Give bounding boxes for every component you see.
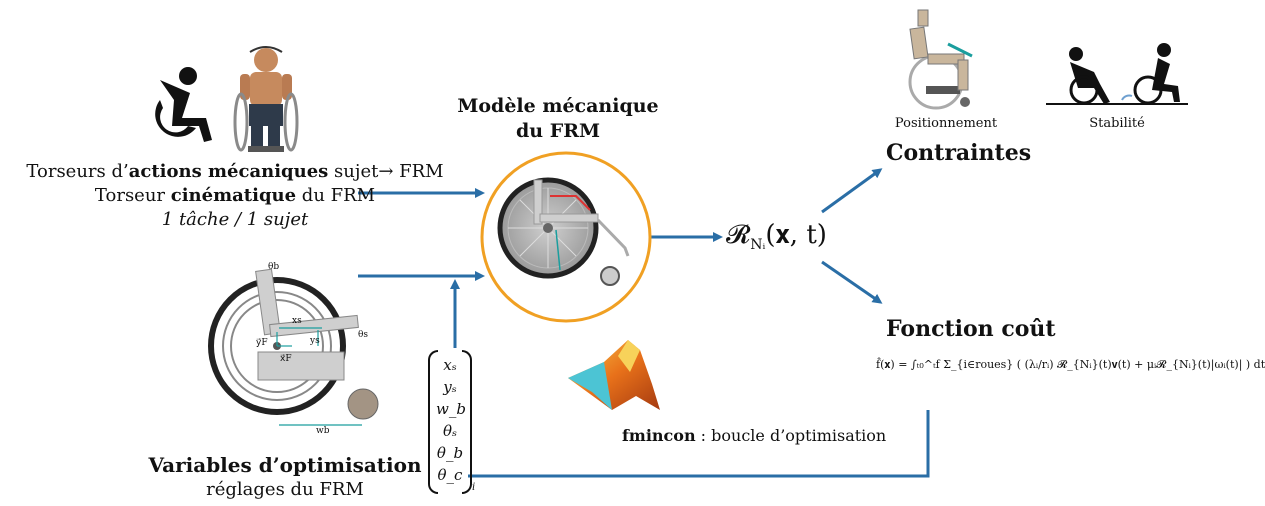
vector-entry-xs: xₛ [443, 356, 457, 374]
vector-entry-ys: yₛ [443, 378, 457, 396]
output-symbol-sub: Nᵢ [750, 237, 766, 254]
label-x-s: xs [292, 316, 302, 326]
inputs-description: Torseurs d’actions mécaniques sujet→ FRM… [0, 160, 470, 232]
vector-subscript: i [472, 482, 476, 493]
optimisation-subtitle: réglages du FRM [206, 479, 364, 500]
vector-entry-theta-s: θₛ [442, 422, 458, 440]
vector-entry-wb: w_b [436, 400, 466, 418]
label-w-b: wb [316, 426, 330, 436]
constraints-title: Contraintes [886, 140, 1032, 166]
cost-title: Fonction coût [886, 316, 1056, 342]
output-symbol-r: 𝓡 [726, 220, 751, 250]
wheelchair-user-photo [233, 46, 299, 152]
optimisation-description: Variables d’optimisation réglages du FRM [130, 452, 440, 502]
fmincon-name: fmincon [622, 426, 696, 445]
label-x-f: x⃗F [280, 354, 292, 364]
model-title-line-2: du FRM [515, 120, 601, 142]
fmincon-caption: fmincon : boucle d’optimisation [622, 426, 886, 445]
arrow-output-to-constraints [821, 168, 883, 214]
feedback-loop-line [468, 410, 930, 478]
inputs-line-2-prefix: Torseur [94, 185, 171, 206]
inputs-line-2-bold: cinématique [170, 185, 297, 206]
inputs-line-2-suffix: du FRM [296, 185, 376, 206]
label-y-s: ys [310, 336, 320, 346]
inputs-line-1-bold: actions mécaniques [128, 161, 329, 182]
optimisation-vector: xₛ yₛ w_b θₛ θ_b θ_c i [428, 350, 480, 494]
vector-entry-theta-b: θ_b [436, 444, 464, 462]
model-title-line-1: Modèle mécanique [457, 95, 659, 117]
optimisation-schematic [208, 268, 379, 426]
inputs-line-1-prefix: Torseurs d’ [26, 161, 129, 182]
flow-arrows [358, 168, 930, 478]
inputs-line-1: Torseurs d’actions mécaniques sujet→ FRM [0, 160, 470, 184]
vector-left-bracket [428, 350, 438, 494]
inputs-line-2: Torseur cinématique du FRM [0, 184, 470, 208]
matlab-logo-icon [568, 340, 660, 410]
label-theta-s: θs [358, 330, 369, 340]
vector-entries: xₛ yₛ w_b θₛ θ_b θ_c [436, 354, 466, 486]
label-y-f: y⃗F [256, 338, 268, 348]
positioning-label: Positionnement [894, 116, 998, 131]
arrow-output-to-cost [821, 260, 883, 304]
inputs-line-1-suffix: sujet→ FRM [328, 161, 444, 182]
cost-formula: f̂(𝐱) = ∫ₜ₀^ₜf Σ_{i∈roues} ( (λᵢ/rᵢ) 𝓡_{… [876, 358, 1265, 371]
fmincon-description: : boucle d’optimisation [695, 426, 887, 445]
optimisation-title: Variables d’optimisation [148, 453, 422, 477]
stability-label: Stabilité [1089, 116, 1145, 131]
output-symbol-args: (𝐱, t) [765, 220, 827, 250]
wheelchair-mechanical-model [480, 151, 652, 323]
label-theta-b: θb [268, 262, 280, 272]
accessibility-wheelchair-icon [155, 67, 212, 142]
output-symbol: 𝓡Nᵢ(𝐱, t) [726, 220, 827, 253]
stability-wheelchair-icon [1046, 43, 1188, 105]
model-title: Modèle mécanique du FRM [448, 94, 668, 144]
positioning-skeleton-icon [908, 9, 973, 110]
inputs-line-3: 1 tâche / 1 sujet [161, 209, 309, 230]
vector-entry-theta-c: θ_c [437, 466, 463, 484]
